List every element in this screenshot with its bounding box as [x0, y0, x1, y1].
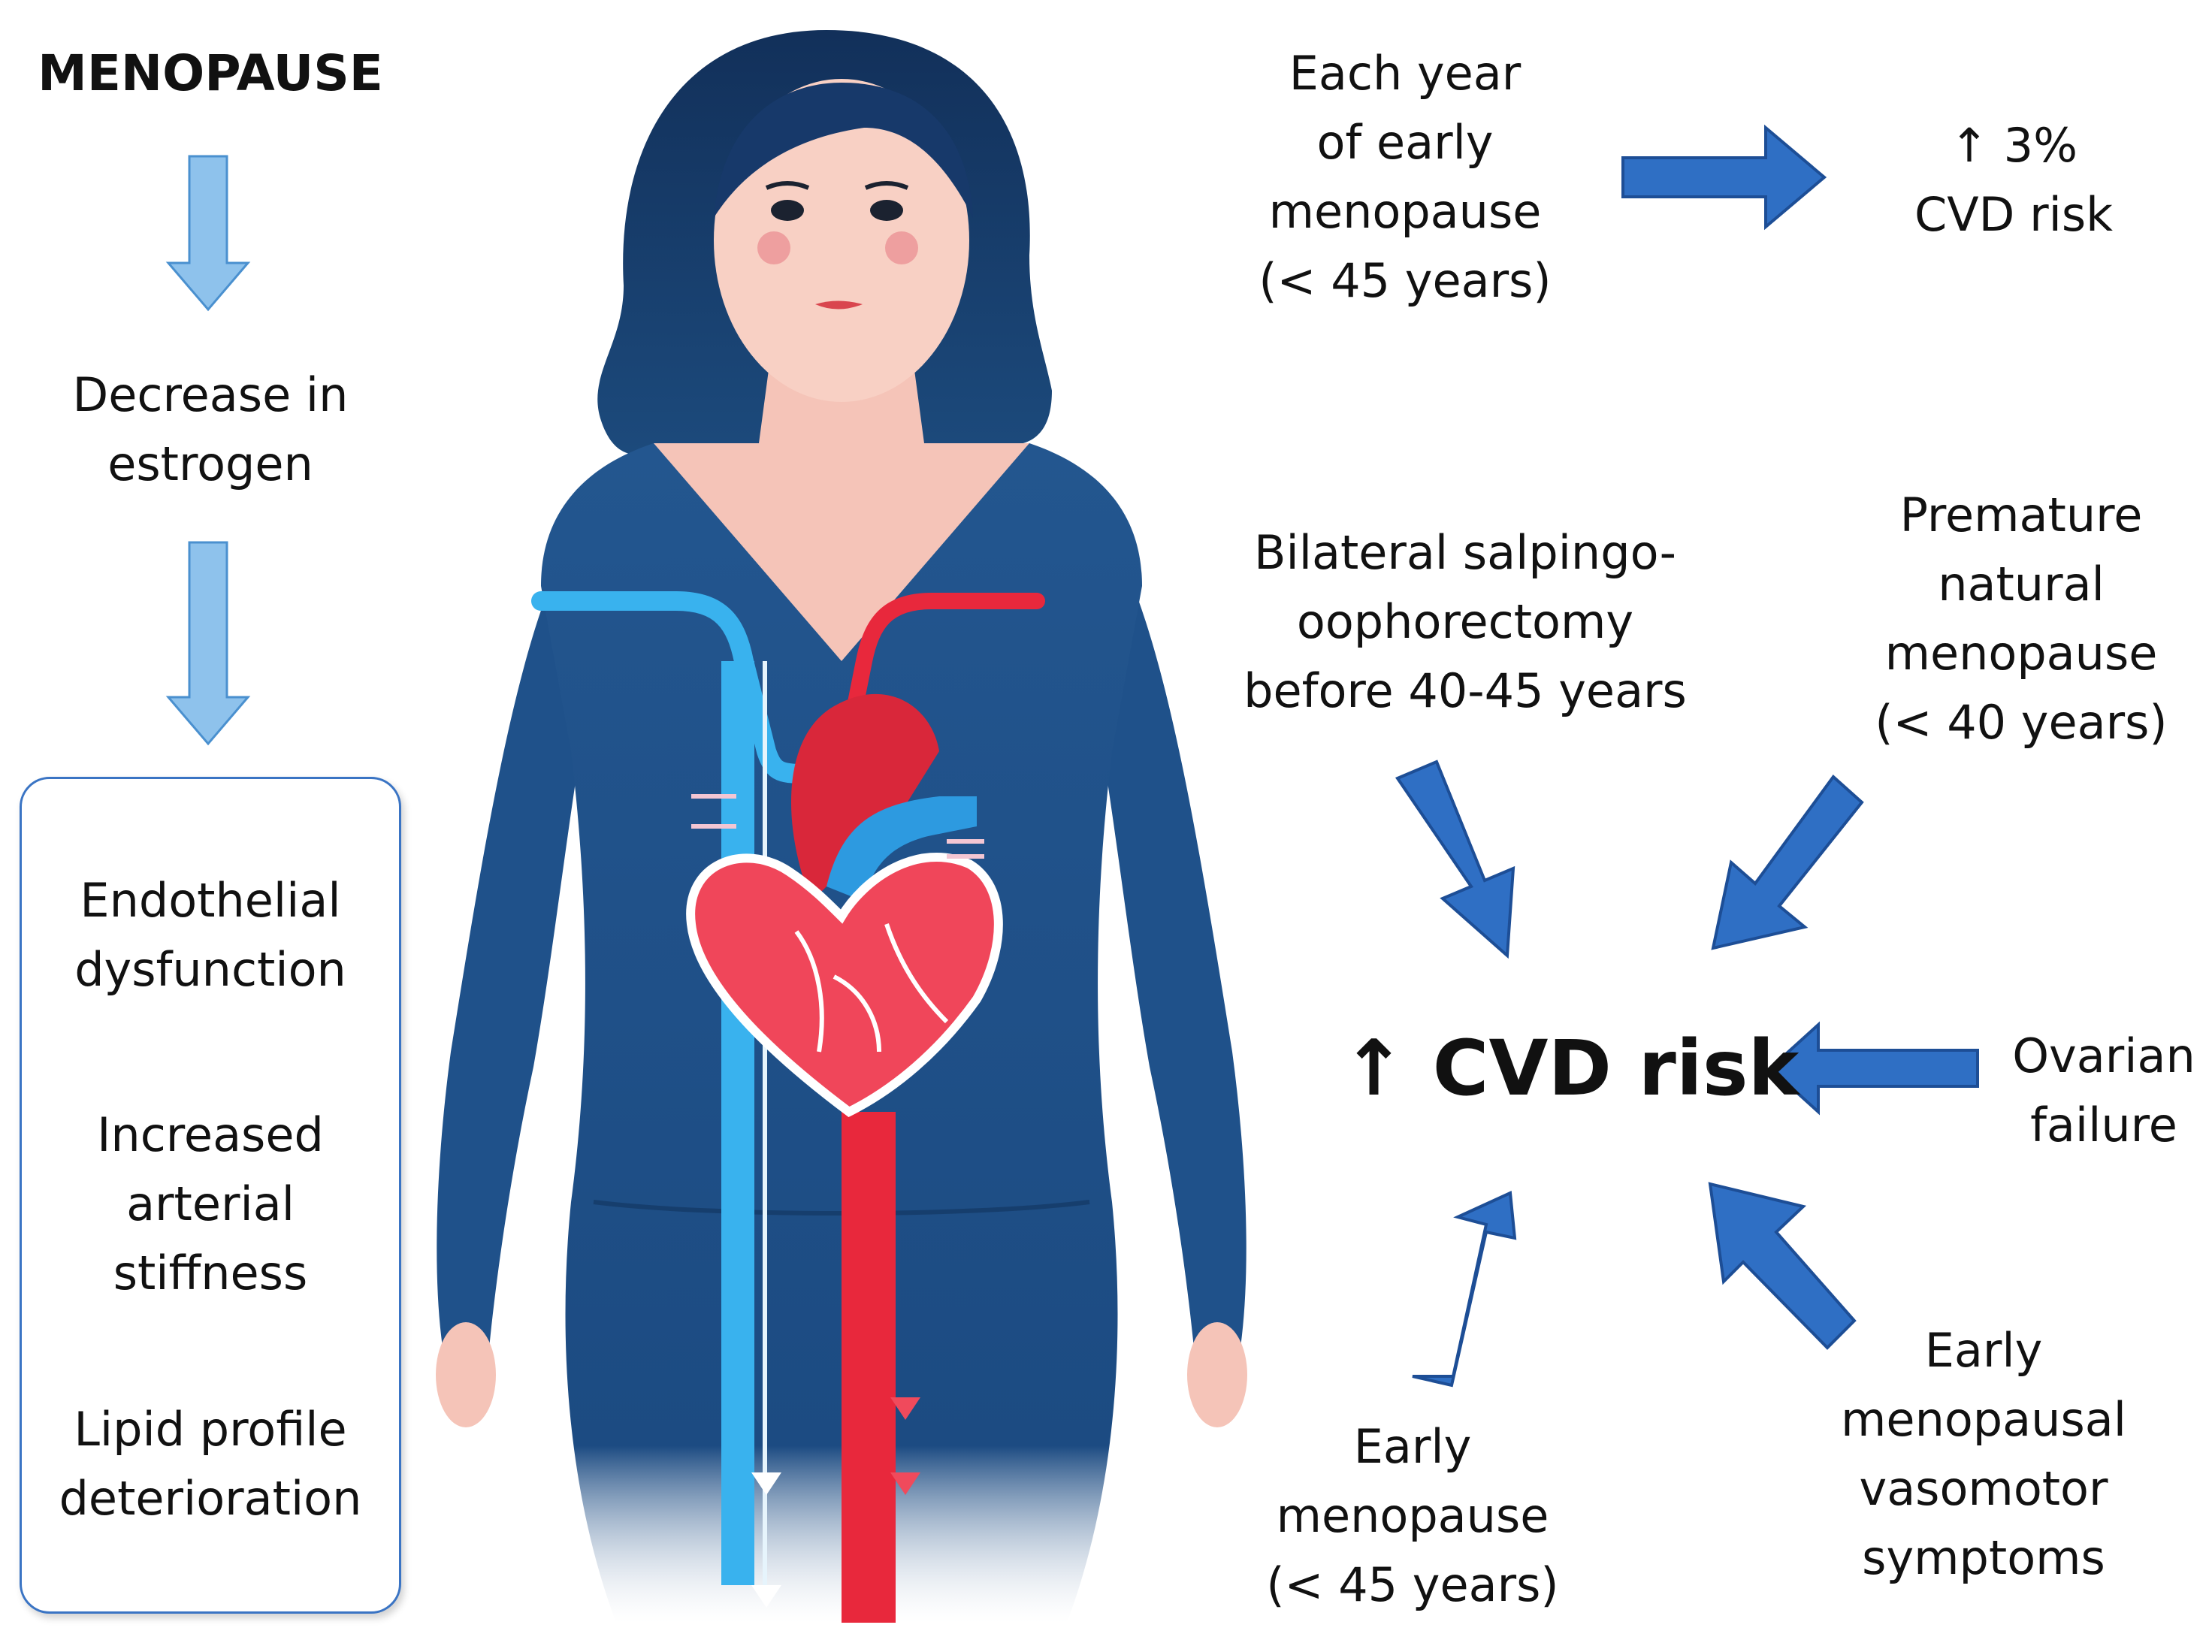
bso-line: oophorectomy	[1296, 594, 1634, 649]
woman-figure	[436, 30, 1247, 1623]
ovarian-label: Ovarian failure	[1999, 1022, 2209, 1160]
premature-line: menopause	[1884, 626, 2158, 681]
premature-label: Premature natural menopause (< 40 years)	[1856, 481, 2186, 757]
bso-label: Bilateral salpingo- oophorectomy before …	[1217, 518, 1713, 726]
estrogen-line-2: estrogen	[107, 436, 313, 491]
effect-line: stiffness	[113, 1246, 308, 1300]
arrow-ovarian	[1768, 1021, 1979, 1116]
left-arrow-2	[165, 541, 251, 746]
early-line: (< 45 years)	[1266, 1557, 1559, 1612]
arrow-vasomotor	[1708, 1182, 1857, 1350]
ovarian-line: failure	[2030, 1098, 2177, 1152]
vasomotor-line: menopausal	[1841, 1392, 2126, 1447]
each-year-line: (< 45 years)	[1259, 253, 1552, 308]
vasomotor-line: vasomotor	[1859, 1461, 2108, 1516]
left-arrow-1	[165, 155, 251, 312]
estrogen-line-1: Decrease in	[72, 367, 349, 422]
effect-line: dysfunction	[74, 942, 346, 997]
effect-stiffness: Increased arterial stiffness	[22, 1101, 399, 1308]
vasomotor-label: Early menopausal vasomotor symptoms	[1788, 1316, 2179, 1593]
three-percent-label: ↑ 3% CVD risk	[1863, 111, 2164, 249]
effect-endothelial: Endothelial dysfunction	[22, 866, 399, 1004]
premature-line: Premature	[1899, 488, 2143, 542]
top-right-arrow	[1621, 124, 1827, 231]
each-year-label: Each year of early menopause (< 45 years…	[1210, 39, 1600, 316]
cvd-risk-center: ↑ CVD risk	[1341, 1024, 1800, 1113]
bso-line: Bilateral salpingo-	[1253, 525, 1677, 580]
effect-line: Lipid profile	[74, 1402, 347, 1457]
effect-line: arterial	[126, 1176, 295, 1231]
arrow-bso	[1395, 760, 1515, 959]
vasomotor-line: Early	[1924, 1323, 2043, 1378]
effect-line: Increased	[97, 1107, 324, 1162]
effect-lipid: Lipid profile deterioration	[22, 1395, 399, 1533]
effects-box: Endothelial dysfunction Increased arteri…	[20, 777, 401, 1614]
early-line: menopause	[1276, 1488, 1549, 1543]
premature-line: (< 40 years)	[1875, 695, 2168, 750]
effect-line: Endothelial	[80, 873, 341, 928]
premature-line: natural	[1938, 557, 2105, 612]
early-menopause-label: Early menopause (< 45 years)	[1232, 1412, 1593, 1620]
vasomotor-line: symptoms	[1862, 1530, 2105, 1585]
bso-line: before 40-45 years	[1243, 663, 1687, 718]
three-percent-line: ↑ 3%	[1949, 118, 2078, 173]
three-percent-line: CVD risk	[1914, 187, 2114, 242]
ovarian-line: Ovarian	[2012, 1028, 2195, 1083]
each-year-line: Each year	[1289, 46, 1522, 101]
estrogen-step: Decrease in estrogen	[15, 361, 406, 499]
effect-line: deterioration	[59, 1471, 362, 1526]
each-year-line: menopause	[1268, 184, 1542, 239]
early-line: Early	[1353, 1419, 1472, 1474]
menopause-title: MENOPAUSE	[38, 44, 383, 102]
each-year-line: of early	[1316, 115, 1494, 170]
arrow-early	[1412, 1191, 1517, 1388]
arrow-premature	[1711, 775, 1864, 950]
